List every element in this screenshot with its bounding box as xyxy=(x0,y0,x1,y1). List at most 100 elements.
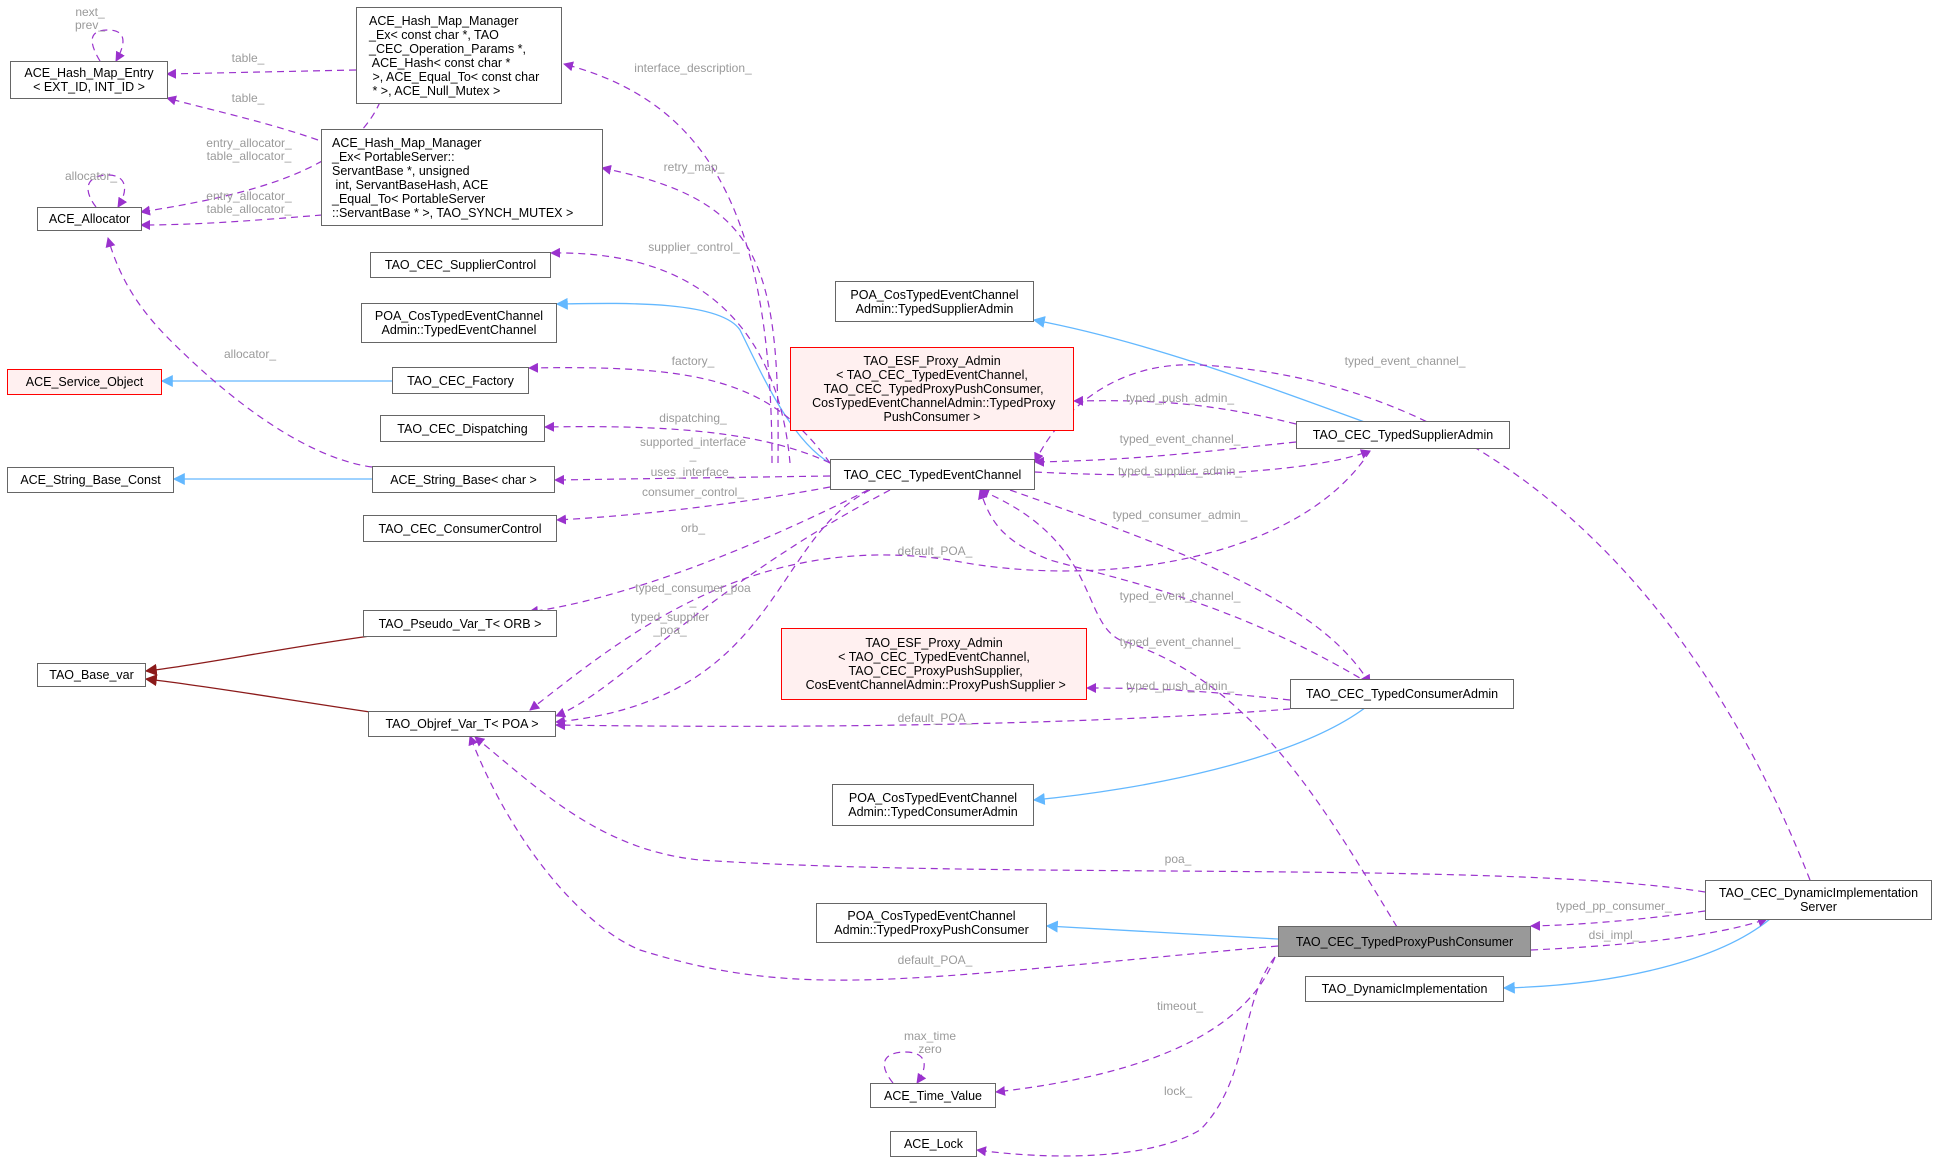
node-supplier-control[interactable]: TAO_CEC_SupplierControl xyxy=(370,252,551,278)
edge-default-poa-supplier-admin xyxy=(529,450,1371,711)
edge-interface-description xyxy=(563,61,773,464)
edge-label-timeout: timeout_ xyxy=(1156,999,1204,1013)
edge-label-allocator-string: allocator_ xyxy=(223,347,277,361)
edge-label-orb: orb_ xyxy=(680,521,706,535)
edge-retry-map xyxy=(601,164,779,464)
node-string-base-char[interactable]: ACE_String_Base< char > xyxy=(372,466,555,493)
edge-label-allocator-self: allocator_ xyxy=(64,169,118,183)
edge-inherit-objref-var xyxy=(144,674,371,713)
edge-label-default-poa-1: default_POA_ xyxy=(897,544,973,558)
edge-label-typed-pp-consumer: typed_pp_consumer_ xyxy=(1556,899,1672,913)
node-esf-proxy-admin-push-consumer[interactable]: TAO_ESF_Proxy_Admin < TAO_CEC_TypedEvent… xyxy=(790,347,1074,431)
edge-default-poa-consumer-admin xyxy=(555,708,1291,731)
node-poa-typed-event-channel[interactable]: POA_CosTypedEventChannel Admin::TypedEve… xyxy=(361,303,557,343)
node-typed-supplier-admin[interactable]: TAO_CEC_TypedSupplierAdmin xyxy=(1296,421,1510,449)
edge-entry-alloc-ops xyxy=(140,101,381,216)
node-poa-typed-consumer-admin[interactable]: POA_CosTypedEventChannel Admin::TypedCon… xyxy=(832,784,1034,826)
edge-poa-dsi-server xyxy=(474,736,1706,893)
node-poa-typed-proxy-push-consumer[interactable]: POA_CosTypedEventChannel Admin::TypedPro… xyxy=(816,903,1047,943)
node-pseudo-var-orb[interactable]: TAO_Pseudo_Var_T< ORB > xyxy=(363,610,557,637)
node-ace-lock[interactable]: ACE_Lock xyxy=(890,1131,977,1157)
edge-inherit-proxy-consumer-poa xyxy=(1045,920,1279,940)
edge-self-allocator xyxy=(87,174,128,208)
node-typed-consumer-admin[interactable]: TAO_CEC_TypedConsumerAdmin xyxy=(1290,679,1514,709)
edge-label-max-time-zero: max_time zero xyxy=(903,1029,957,1056)
edge-inherit-pseudo-var xyxy=(144,635,371,676)
edge-label-lock: lock_ xyxy=(1163,1084,1193,1098)
edge-typed-event-channel-proxy xyxy=(979,488,1398,928)
edge-dsi-impl xyxy=(1530,917,1768,951)
edge-self-max-time-zero xyxy=(883,1051,927,1084)
edge-label-entry-alloc-1: entry_allocator_ table_allocator_ xyxy=(206,136,292,163)
edge-inherit-dsi-server-dyn-impl xyxy=(1502,918,1771,994)
edge-typed-supplier-poa xyxy=(555,489,871,727)
edge-lock xyxy=(976,956,1276,1157)
edge-label-dispatching: dispatching_ xyxy=(659,411,727,425)
edge-label-typed-consumer-poa: typed_consumer_poa _ xyxy=(635,581,751,608)
edge-typed-consumer-poa xyxy=(555,489,891,718)
edge-self-next-prev xyxy=(91,29,125,62)
edge-label-typed-supplier-admin: typed_supplier_admin_ xyxy=(1117,464,1243,478)
edge-label-typed-event-channel-2: typed_event_channel_ xyxy=(1119,589,1241,603)
edge-factory xyxy=(528,362,831,464)
node-ace-string-base-const[interactable]: ACE_String_Base_Const xyxy=(7,467,174,493)
edge-inherit-supplier-admin-poa xyxy=(1032,316,1371,425)
node-tao-base-var[interactable]: TAO_Base_var xyxy=(37,663,146,687)
edge-orb xyxy=(528,489,869,616)
edge-label-uses-interface: uses_interface_ xyxy=(650,465,736,479)
node-cec-dispatching[interactable]: TAO_CEC_Dispatching xyxy=(380,415,545,442)
edge-entry-alloc-servant xyxy=(140,214,323,230)
edge-label-default-poa-3: default_POA_ xyxy=(897,953,973,967)
edge-allocator-string-base xyxy=(105,237,373,468)
edge-label-typed-consumer-admin: typed_consumer_admin_ xyxy=(1112,508,1248,522)
node-esf-proxy-admin-push-supplier[interactable]: TAO_ESF_Proxy_Admin < TAO_CEC_TypedEvent… xyxy=(781,628,1087,700)
edge-label-entry-alloc-2: entry_allocator_ table_allocator_ xyxy=(206,189,292,216)
edge-label-factory: factory_ xyxy=(671,354,715,368)
edge-default-poa-proxy-consumer xyxy=(468,735,1279,981)
edge-label-typed-push-admin-1: typed_push_admin_ xyxy=(1125,391,1235,405)
node-ace-hash-map-entry[interactable]: ACE_Hash_Map_Entry < EXT_ID, INT_ID > xyxy=(10,61,168,99)
node-tao-dynamic-implementation[interactable]: TAO_DynamicImplementation xyxy=(1305,976,1504,1002)
node-ace-time-value[interactable]: ACE_Time_Value xyxy=(870,1083,996,1108)
edge-label-table-1: table_ xyxy=(231,51,265,65)
edge-table-ops xyxy=(166,68,357,79)
edge-consumer-control xyxy=(556,486,831,525)
edge-label-consumer-control: consumer_control_ xyxy=(641,485,745,499)
edge-label-typed-event-channel-1: typed_event_channel_ xyxy=(1119,432,1241,446)
edge-timeout xyxy=(995,956,1276,1096)
edge-table-servant xyxy=(166,95,319,141)
node-poa-typed-supplier-admin[interactable]: POA_CosTypedEventChannel Admin::TypedSup… xyxy=(835,281,1034,322)
node-objref-var-poa[interactable]: TAO_Objref_Var_T< POA > xyxy=(368,711,556,737)
node-dynamic-implementation-server[interactable]: TAO_CEC_DynamicImplementation Server xyxy=(1705,880,1932,920)
edge-typed-supplier-admin xyxy=(1034,449,1371,476)
edge-label-typed-supplier-poa: typed_supplier _poa_ xyxy=(630,610,710,637)
edge-typed-push-admin-supplier xyxy=(1073,395,1297,425)
node-cec-factory[interactable]: TAO_CEC_Factory xyxy=(392,367,529,394)
edge-label-dsi-impl: dsi_impl_ xyxy=(1588,928,1640,942)
edge-typed-pp-consumer xyxy=(1530,910,1706,931)
node-hash-map-manager-ops[interactable]: ACE_Hash_Map_Manager _Ex< const char *, … xyxy=(356,7,562,104)
edge-dispatching xyxy=(544,421,831,464)
edge-label-typed-event-channel-4: typed_event_channel_ xyxy=(1344,354,1466,368)
edge-label-interface-description: interface_description_ xyxy=(634,61,752,75)
edge-typed-event-channel-dsi xyxy=(1034,364,1811,881)
edge-typed-consumer-admin xyxy=(1009,489,1371,685)
edge-typed-event-channel-consumer xyxy=(978,489,1371,685)
node-ace-allocator[interactable]: ACE_Allocator xyxy=(37,207,142,231)
edge-label-poa: poa_ xyxy=(1164,852,1192,866)
node-typed-event-channel[interactable]: TAO_CEC_TypedEventChannel xyxy=(830,459,1035,490)
edge-label-typed-event-channel-3: typed_event_channel_ xyxy=(1119,635,1241,649)
node-typed-proxy-push-consumer[interactable]: TAO_CEC_TypedProxyPushConsumer xyxy=(1278,926,1531,957)
edge-label-next-prev: next_ prev_ xyxy=(74,5,106,32)
edge-label-default-poa-2: default_POA_ xyxy=(897,711,973,725)
node-consumer-control[interactable]: TAO_CEC_ConsumerControl xyxy=(363,515,557,542)
edge-label-typed-push-admin-2: typed_push_admin_ xyxy=(1125,679,1235,693)
edge-inherit-consumer-admin-poa xyxy=(1032,703,1371,805)
edge-label-retry-map: retry_map_ xyxy=(663,160,725,174)
edge-label-supplier-control: supplier_control_ xyxy=(648,240,740,254)
edge-typed-push-admin-consumer xyxy=(1086,683,1291,701)
node-ace-service-object[interactable]: ACE_Service_Object xyxy=(7,369,162,395)
node-hash-map-manager-servant[interactable]: ACE_Hash_Map_Manager _Ex< PortableServer… xyxy=(321,129,603,226)
